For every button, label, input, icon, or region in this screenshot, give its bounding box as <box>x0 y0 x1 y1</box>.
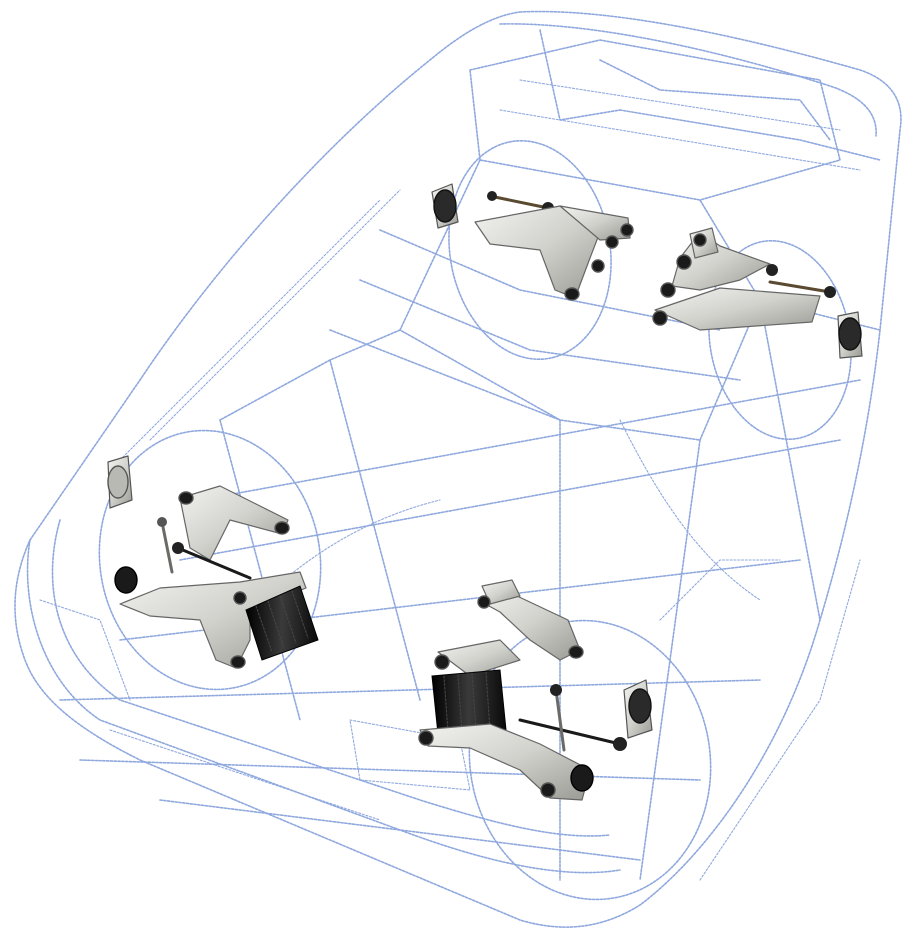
front-left-suspension <box>107 455 319 669</box>
rear-left-suspension <box>431 183 634 301</box>
rear-right-suspension <box>652 227 863 359</box>
car-wireframe-body <box>14 10 902 928</box>
front-right-suspension <box>418 579 653 801</box>
